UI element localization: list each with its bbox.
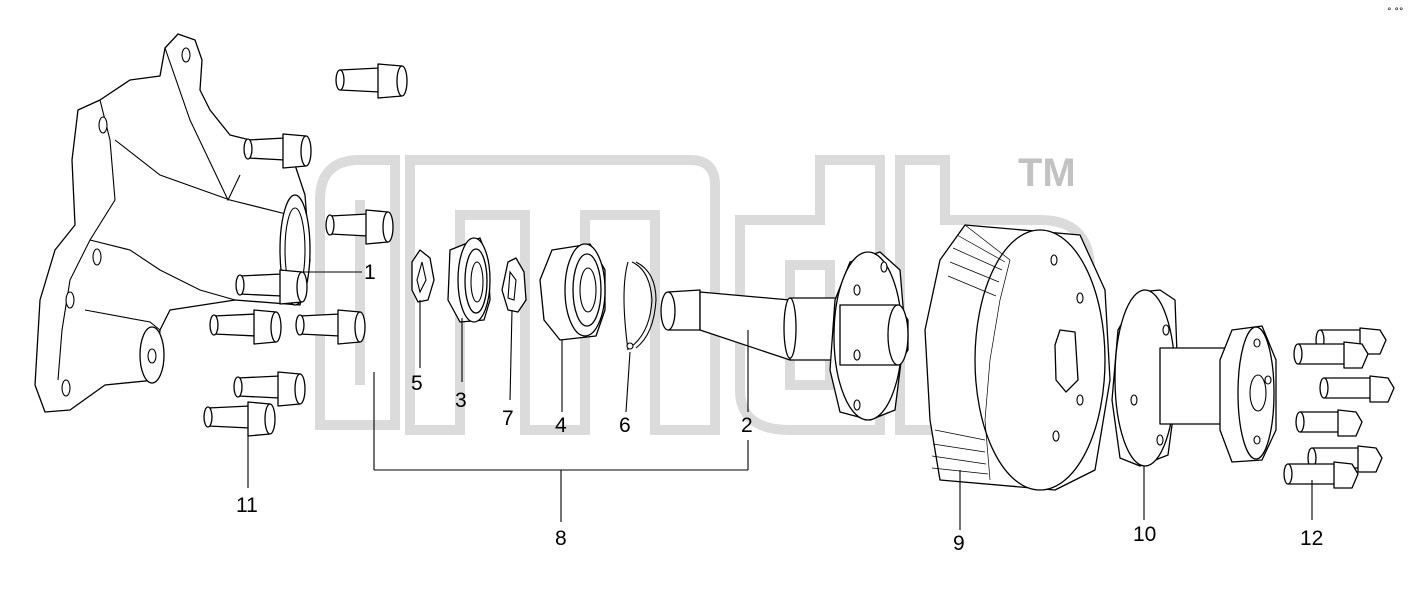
- bolt: [1295, 409, 1363, 437]
- bolt: [243, 133, 312, 169]
- pulley-9: [924, 224, 1111, 491]
- bolt: [203, 401, 276, 437]
- bolt: [233, 371, 306, 407]
- bolt: [295, 309, 366, 345]
- callout-7: 7: [502, 407, 514, 430]
- bolt: [1293, 341, 1369, 369]
- watermark-trademark: TM: [1018, 151, 1076, 195]
- corner-marks: ° °°: [1387, 7, 1403, 17]
- bolt: [1319, 375, 1395, 403]
- hub-flange: [829, 251, 909, 421]
- callout-10: 10: [1133, 523, 1156, 546]
- bolt: [209, 309, 282, 345]
- fan-hub-10: [1111, 289, 1277, 467]
- bolt: [1283, 461, 1359, 489]
- spacer-ring-7: [501, 257, 527, 313]
- callout-2: 2: [741, 414, 753, 437]
- seal-3: [447, 237, 491, 323]
- bolt: [335, 63, 408, 99]
- bolt: [325, 209, 394, 245]
- callout-8: 8: [555, 527, 567, 550]
- callout-11: 11: [236, 494, 258, 517]
- callout-12: 12: [1300, 527, 1323, 550]
- bearing-4: [539, 243, 606, 341]
- fan-hub-bolts: [1283, 327, 1395, 489]
- callout-1: 1: [364, 261, 376, 284]
- callout-3: 3: [455, 389, 467, 412]
- callout-4: 4: [555, 414, 567, 437]
- leader-lines: [247, 271, 1313, 530]
- pump-housing-part: [34, 33, 311, 413]
- callout-labels: 1 2 3 4 5 6 7 8 9 10 11 12: [236, 261, 1323, 555]
- callout-5: 5: [411, 372, 423, 395]
- callout-6: 6: [619, 414, 631, 437]
- bolt: [235, 269, 308, 305]
- snap-ring-6: [623, 261, 657, 351]
- o-ring-5: [411, 249, 435, 303]
- shaft-2: [660, 289, 841, 361]
- callout-9: 9: [953, 532, 965, 555]
- housing-bolts: [203, 63, 408, 437]
